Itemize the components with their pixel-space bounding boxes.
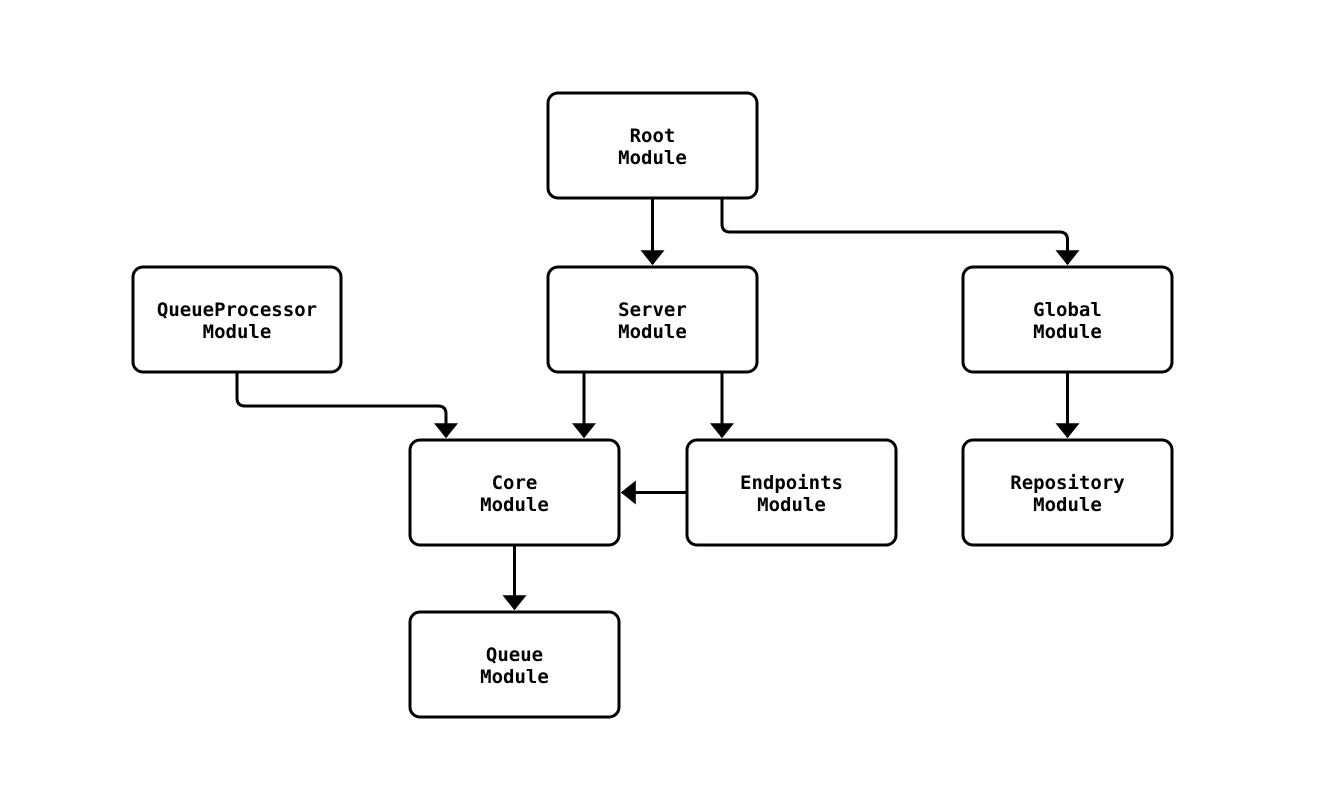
- edge-layer: [235, 198, 1080, 611]
- node-server-label-line2: Module: [618, 321, 687, 343]
- node-repository-label-line1: Repository: [1010, 472, 1124, 494]
- node-queueprocessor-label-line1: QueueProcessor: [157, 299, 317, 321]
- node-repository-label-line2: Module: [1033, 494, 1102, 516]
- node-global: Global Module: [961, 265, 1174, 374]
- node-root: Root Module: [546, 91, 759, 200]
- node-queueprocessor: QueueProcessor Module: [131, 265, 343, 374]
- node-queue: Queue Module: [408, 610, 621, 719]
- node-endpoints: Endpoints Module: [685, 438, 898, 547]
- node-root-box: [546, 91, 759, 200]
- node-queue-label-line1: Queue: [486, 644, 543, 666]
- node-root-label-line2: Module: [618, 147, 687, 169]
- node-global-label-line1: Global: [1033, 299, 1102, 321]
- node-endpoints-label-line1: Endpoints: [740, 472, 843, 494]
- node-repository: Repository Module: [961, 438, 1174, 547]
- node-global-label-line2: Module: [1033, 321, 1102, 343]
- node-server: Server Module: [546, 265, 759, 374]
- node-root-label-line1: Root: [630, 125, 676, 147]
- node-queueprocessor-label-line2: Module: [203, 321, 272, 343]
- node-global-box: [961, 265, 1174, 374]
- node-core-label-line2: Module: [480, 494, 549, 516]
- node-server-box: [546, 265, 759, 374]
- edge-queueprocessor-to-core: [235, 372, 458, 439]
- node-endpoints-box: [685, 438, 898, 547]
- node-queueprocessor-box: [131, 265, 343, 374]
- node-core: Core Module: [408, 438, 621, 547]
- node-queue-label-line2: Module: [480, 666, 549, 688]
- node-queue-box: [408, 610, 621, 719]
- edge-root-to-global: [720, 198, 1080, 266]
- node-core-label-line1: Core: [492, 472, 538, 494]
- node-repository-box: [961, 438, 1174, 547]
- node-endpoints-label-line2: Module: [757, 494, 826, 516]
- node-server-label-line1: Server: [618, 299, 687, 321]
- node-core-box: [408, 438, 621, 547]
